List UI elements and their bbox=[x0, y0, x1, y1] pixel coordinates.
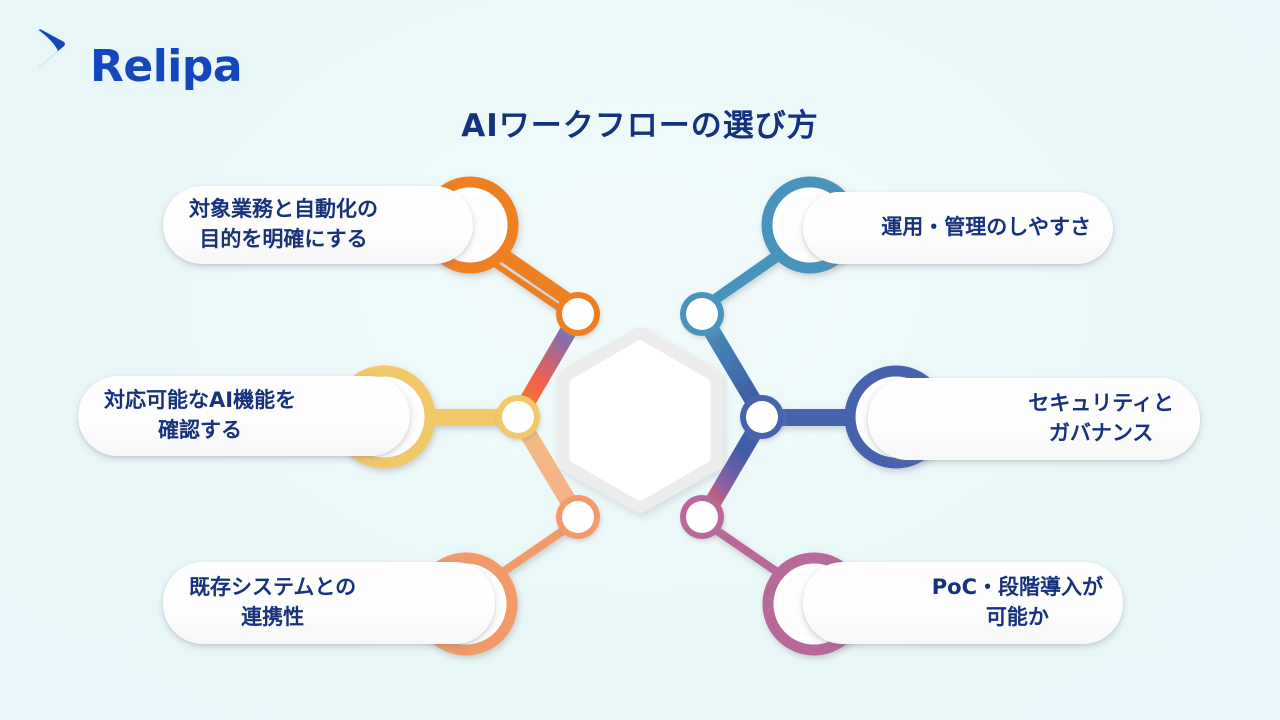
edge-upper-left bbox=[513, 313, 584, 417]
node-label-text: 対象業務と自動化の 目的を明確にする bbox=[189, 197, 378, 251]
node-label-text: 対応可能なAI機能を 確認する bbox=[104, 388, 297, 442]
logo-wordmark: Relipa bbox=[90, 41, 243, 92]
node-label-text: 運用・管理のしやすさ bbox=[881, 215, 1091, 240]
node-label-text: PoC・段階導入が 可能か bbox=[931, 575, 1103, 629]
node-label-middle-left[interactable]: 対応可能なAI機能を 確認する bbox=[78, 376, 410, 456]
node-label-bottom-left[interactable]: 既存システムとの 連携性 bbox=[163, 562, 495, 644]
vertex-node-bottom-left bbox=[556, 495, 600, 539]
vertex-node-top-right bbox=[680, 292, 724, 336]
vertex-node-bottom-right bbox=[680, 495, 724, 539]
node-label-text: セキュリティと ガバナンス bbox=[1028, 391, 1174, 445]
vertex-node-top-left bbox=[556, 292, 600, 336]
edge-lower-right bbox=[698, 417, 768, 519]
node-label-top-right[interactable]: 運用・管理のしやすさ bbox=[803, 192, 1113, 264]
relipa-logo: Relipa bbox=[34, 24, 243, 92]
page-title: AIワークフローの選び方 bbox=[461, 108, 819, 144]
center-hexagon-inner bbox=[569, 340, 711, 501]
node-label-middle-right[interactable]: セキュリティと ガバナンス bbox=[868, 378, 1200, 460]
vertex-node-middle-left bbox=[496, 395, 540, 439]
relipa-swoosh-logo-icon bbox=[38, 29, 65, 67]
node-label-text: 既存システムとの 連携性 bbox=[189, 575, 357, 629]
edge-upper-right bbox=[696, 313, 768, 417]
node-label-top-left[interactable]: 対象業務と自動化の 目的を明確にする bbox=[163, 186, 473, 264]
hex-vertex-nodes bbox=[496, 292, 784, 539]
node-label-bottom-right[interactable]: PoC・段階導入が 可能か bbox=[803, 562, 1123, 644]
vertex-node-middle-right bbox=[740, 395, 784, 439]
